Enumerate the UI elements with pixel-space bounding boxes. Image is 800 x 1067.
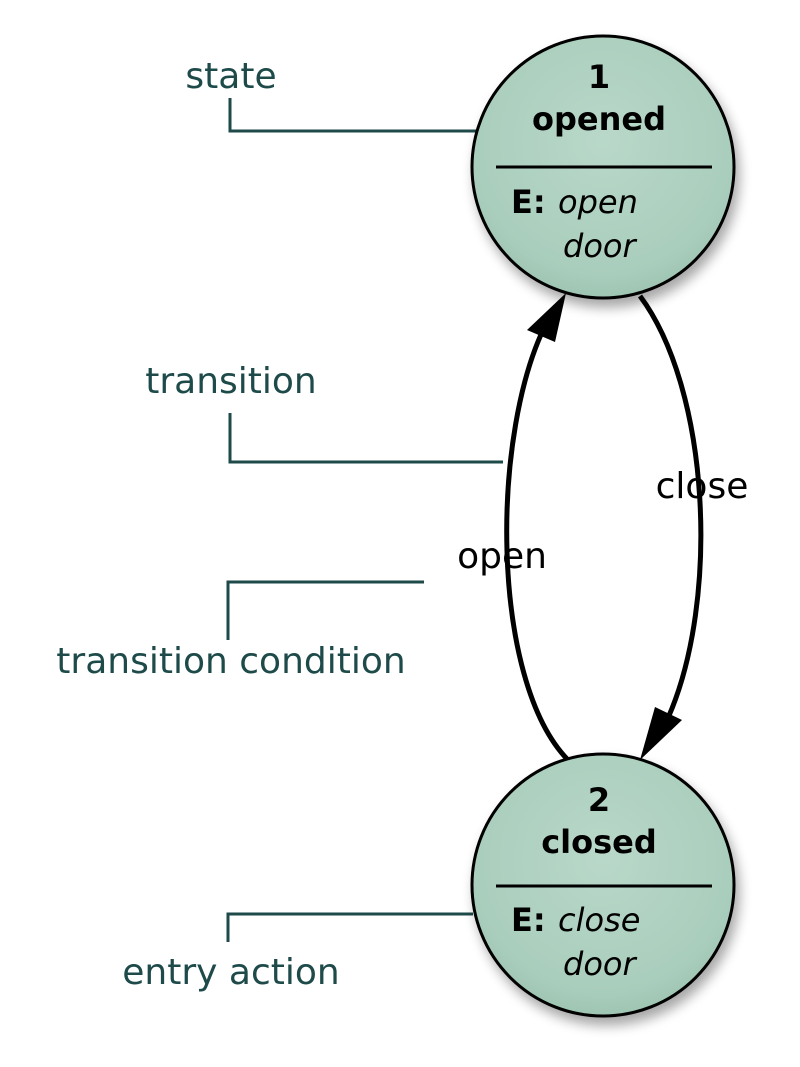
state-opened-entry-prefix: E:	[511, 183, 546, 221]
transitions	[504, 294, 704, 762]
state-opened[interactable]: 1 opened E: open door	[470, 34, 736, 300]
transition-close-label: close	[656, 466, 749, 507]
annotation-entry-action: entry action	[122, 952, 339, 993]
state-opened-number: 1	[588, 58, 610, 96]
transition-close-arrow	[637, 294, 704, 720]
transition-open-arrow	[504, 318, 570, 762]
transition-open-label: open	[457, 536, 547, 577]
state-closed-number: 2	[588, 781, 610, 819]
state-closed-entry-action-line1: close	[558, 901, 640, 939]
transition-open-arrowhead	[527, 293, 566, 342]
annotation-leaders	[226, 98, 503, 942]
state-closed-entry-action-line2: door	[563, 945, 637, 983]
transition-leader-line	[228, 413, 503, 464]
state-opened-entry-action-line1: open	[558, 183, 638, 221]
annotation-state: state	[185, 56, 276, 97]
state-closed[interactable]: 2 closed E: close door	[470, 752, 736, 1018]
transition-condition-leader-line	[226, 580, 424, 640]
state-leader-line	[228, 98, 480, 133]
annotation-labels: state transition transition condition en…	[56, 56, 405, 993]
transition-close-arrowhead	[640, 707, 682, 760]
state-closed-name: closed	[541, 823, 657, 861]
state-opened-entry-action-line2: door	[563, 227, 637, 265]
annotation-transition: transition	[145, 361, 317, 402]
state-opened-name: opened	[532, 100, 666, 138]
state-closed-entry-prefix: E:	[511, 901, 546, 939]
annotation-transition-condition: transition condition	[56, 641, 405, 682]
entry-action-leader-line	[226, 912, 473, 942]
